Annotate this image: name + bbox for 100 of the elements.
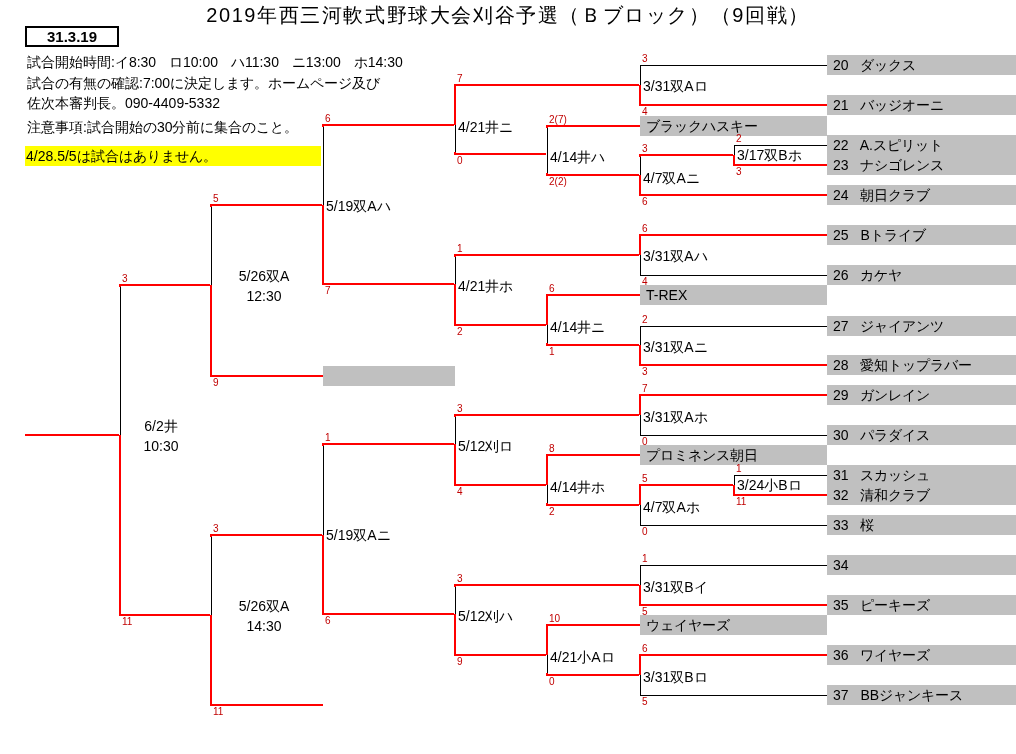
match-label: 5/19双Aニ <box>326 527 391 543</box>
bracket-line <box>546 125 641 129</box>
score-label: 7 <box>642 384 648 393</box>
bracket-line <box>639 64 828 68</box>
bracket-line <box>454 322 547 326</box>
score-label: 11 <box>213 707 224 716</box>
bracket-line <box>639 692 828 696</box>
team-name: 24 朝日クラブ <box>833 187 931 203</box>
bracket-line <box>639 362 828 366</box>
bracket-line <box>639 654 828 658</box>
team-box <box>827 485 1016 505</box>
score-label: 2 <box>736 134 742 143</box>
score-label: 10 <box>549 614 561 623</box>
match-label: 4/14井ホ <box>550 479 606 495</box>
team-name: 33 桜 <box>833 517 875 533</box>
info-text: 試合開始時間:イ8:30 ロ10:00 ハ11:30 ニ13:00 ホ14:30 <box>27 53 403 72</box>
match-label: 3/31双Aハ <box>643 248 708 264</box>
bracket-line <box>639 192 828 196</box>
bracket-line <box>322 281 455 285</box>
score-label: 6 <box>325 114 331 123</box>
team-box <box>827 515 1016 535</box>
match-label: 5/26双A <box>238 597 290 615</box>
date-text: 31.3.19 <box>46 28 97 45</box>
team-name: ブラックハスキー <box>646 118 758 134</box>
bracket-line <box>639 394 828 398</box>
team-box <box>827 95 1016 115</box>
bracket-line <box>639 522 828 526</box>
team-name: 32 清和クラブ <box>833 487 931 503</box>
score-label: 5 <box>642 607 648 616</box>
match-label: 4/21井ホ <box>458 278 514 294</box>
bracket-line <box>119 284 211 288</box>
bracket-line <box>733 144 828 148</box>
match-label: 6/2井 <box>144 417 178 435</box>
score-label: 1 <box>325 433 331 442</box>
bracket-line <box>119 612 211 616</box>
match-label: 4/7双Aニ <box>643 170 700 186</box>
team-name: 30 パラダイス <box>833 427 931 443</box>
match-label: 3/31双Bロ <box>643 669 708 685</box>
bracket-line <box>546 172 640 176</box>
bracket-line <box>454 151 547 155</box>
notice-band <box>25 146 321 166</box>
bracket-line <box>639 234 828 238</box>
team-name: 31 スカッシュ <box>833 467 931 483</box>
match-label: 4/14井ニ <box>550 319 606 335</box>
notice-text: 4/28.5/5は試合はありません。 <box>26 147 217 165</box>
team-box <box>827 355 1016 375</box>
bracket-line <box>454 584 640 588</box>
team-box <box>827 685 1016 705</box>
info-text: 試合の有無の確認:7:00に決定します。ホームページ及び佐次本審判長。090-4409-5332 <box>27 74 382 113</box>
diagram-title: 2019年西三河軟式野球大会刈谷予選（Ｂブロック）（9回戦） <box>206 3 810 27</box>
team-name: 22 A.スピリット <box>833 137 943 153</box>
match-label: 3/31双Aニ <box>643 339 708 355</box>
team-box <box>827 555 1016 575</box>
score-label: 11 <box>736 497 747 506</box>
bracket-line <box>322 124 455 128</box>
bracket-line <box>639 432 828 436</box>
team-box <box>827 225 1016 245</box>
team-box <box>827 385 1016 405</box>
team-box <box>827 135 1016 155</box>
bracket-line <box>454 652 547 656</box>
bracket-line <box>546 294 641 298</box>
score-label: 6 <box>549 284 555 293</box>
team-name: 28 愛知トップラバー <box>833 357 973 373</box>
score-label: 2 <box>642 315 648 324</box>
bracket-line <box>639 272 828 276</box>
match-label: 4/7双Aホ <box>643 499 700 515</box>
score-label: 4 <box>457 487 463 496</box>
bracket-line <box>546 624 641 628</box>
team-name: 21 バッジオーニ <box>833 97 945 113</box>
match-label: 4/14井ハ <box>550 149 606 165</box>
bracket-line <box>210 204 323 208</box>
score-label: 1 <box>549 347 555 356</box>
score-label: 3 <box>122 274 128 283</box>
team-name: 35 ピーキーズ <box>833 597 931 613</box>
team-box <box>640 285 827 305</box>
team-box <box>640 615 827 635</box>
bracket-line <box>639 564 828 568</box>
score-label: 2(7) <box>549 115 567 124</box>
bracket-line <box>733 474 828 478</box>
bracket-line <box>546 454 641 458</box>
score-label: 2 <box>549 507 555 516</box>
team-name: ウェイヤーズ <box>646 617 730 633</box>
match-label: 3/31双Bイ <box>643 579 708 595</box>
team-name: 34 <box>833 557 849 573</box>
bracket-line <box>733 162 828 166</box>
bracket-line <box>639 102 828 106</box>
team-name: 20 ダックス <box>833 57 917 73</box>
score-label: 3 <box>457 574 463 583</box>
score-label: 1 <box>642 554 648 563</box>
team-box <box>827 185 1016 205</box>
bracket-line <box>210 702 324 706</box>
team-name: 23 ナシゴレンス <box>833 157 945 173</box>
bracket-line <box>733 492 828 496</box>
bracket-line <box>639 484 734 488</box>
team-box <box>827 645 1016 665</box>
score-label: 3 <box>642 54 648 63</box>
score-label: 1 <box>736 464 742 473</box>
match-time: 12:30 <box>246 287 282 305</box>
bracket-line <box>24 434 120 436</box>
bracket-line <box>639 325 828 329</box>
